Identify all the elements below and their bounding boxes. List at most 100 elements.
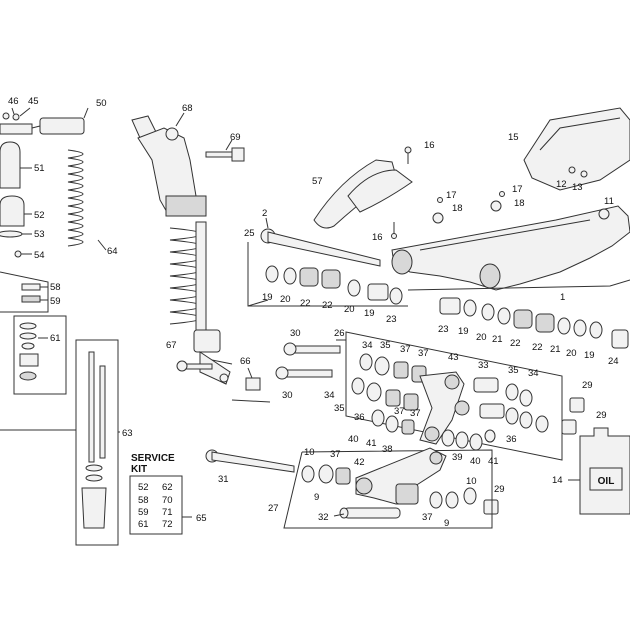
callout: 33 <box>478 360 489 371</box>
callout: 41 <box>488 456 499 467</box>
callout: 12 <box>556 179 567 190</box>
callout: 35 <box>334 403 345 414</box>
callout-labels: 46 45 50 68 69 16 15 51 57 12 13 17 17 1… <box>8 96 619 529</box>
callout: 41 <box>366 438 377 449</box>
callout: 22 <box>532 342 543 353</box>
callout: 26 <box>334 328 345 339</box>
callout: 24 <box>608 356 619 367</box>
callout: 10 <box>466 476 477 487</box>
callout: 37 <box>418 348 429 359</box>
callout: 35 <box>380 340 391 351</box>
chain-slider <box>313 146 413 239</box>
callout: 37 <box>394 406 405 417</box>
callout: 19 <box>584 350 595 361</box>
callout: 21 <box>492 334 503 345</box>
callout: 59 <box>50 296 61 307</box>
callout: 40 <box>470 456 481 467</box>
callout: 14 <box>552 475 563 486</box>
service-kit-title: SERVICE <box>131 453 175 464</box>
callout: 30 <box>282 390 293 401</box>
callout: 34 <box>324 390 335 401</box>
nuts <box>483 397 585 515</box>
callout: 22 <box>322 300 333 311</box>
shock-rod-assembly <box>0 339 120 546</box>
callout: 25 <box>244 228 255 239</box>
callout: 23 <box>386 314 397 325</box>
service-kit-table: SERVICE KIT 52 62 58 70 59 71 61 72 65 <box>129 453 207 535</box>
callout: 11 <box>604 196 614 207</box>
callout: 61 <box>50 333 61 344</box>
callout: 50 <box>96 98 107 109</box>
callout: 64 <box>107 246 118 257</box>
callout: 17 <box>512 184 523 195</box>
callout: 13 <box>572 182 583 193</box>
callout: 29 <box>596 410 607 421</box>
callout: 30 <box>290 328 301 339</box>
callout: 63 <box>122 428 133 439</box>
callout: 52 <box>34 210 45 221</box>
kit-cell: 59 <box>138 507 149 518</box>
callout: 2 <box>262 208 267 219</box>
callout: 19 <box>364 308 375 319</box>
callout: 40 <box>348 434 359 445</box>
callout: 45 <box>28 96 39 107</box>
callout: 34 <box>528 368 539 379</box>
callout: 34 <box>362 340 373 351</box>
callout: 57 <box>312 176 323 187</box>
callout: 27 <box>268 503 279 514</box>
lower-linkage <box>205 447 493 529</box>
callout: 35 <box>508 365 519 376</box>
callout: 19 <box>458 326 469 337</box>
callout: 15 <box>508 132 519 143</box>
kit-cell: 72 <box>162 519 173 530</box>
callout: 10 <box>304 447 315 458</box>
shock-reservoir-parts <box>0 107 107 395</box>
callout: 58 <box>50 282 61 293</box>
callout: 36 <box>506 434 517 445</box>
callout: 43 <box>448 352 459 363</box>
callout: 21 <box>550 344 561 355</box>
callout: 22 <box>510 338 521 349</box>
callout: 32 <box>318 512 329 523</box>
linkage-group <box>275 331 563 461</box>
callout: 66 <box>240 356 251 367</box>
oil-label: OIL <box>598 476 615 487</box>
callout: 29 <box>582 380 593 391</box>
kit-cell: 62 <box>162 482 173 493</box>
swingarm-axle <box>247 217 408 307</box>
callout: 16 <box>424 140 435 151</box>
swingarm <box>247 107 630 307</box>
oil-bottle: OIL <box>568 427 630 515</box>
callout: 19 <box>262 292 273 303</box>
kit-ref: 65 <box>196 513 207 524</box>
callout: 31 <box>218 474 229 485</box>
callout: 9 <box>314 492 319 503</box>
kit-cell: 52 <box>138 482 149 493</box>
callout: 51 <box>34 163 45 174</box>
callout: 22 <box>300 298 311 309</box>
callout: 67 <box>166 340 177 351</box>
callout: 1 <box>560 292 565 303</box>
callout: 37 <box>400 344 411 355</box>
callout: 38 <box>382 444 393 455</box>
kit-cell: 70 <box>162 495 173 506</box>
kit-cell: 58 <box>138 495 149 506</box>
callout: 29 <box>494 484 505 495</box>
callout: 54 <box>34 250 45 261</box>
rear-shock-absorber <box>131 112 271 403</box>
service-kit-subtitle: KIT <box>131 464 147 475</box>
callout: 20 <box>476 332 487 343</box>
callout: 36 <box>354 412 365 423</box>
callout: 9 <box>444 518 449 529</box>
callout: 68 <box>182 103 193 114</box>
callout: 46 <box>8 96 19 107</box>
callout: 16 <box>372 232 383 243</box>
callout: 20 <box>280 294 291 305</box>
callout: 18 <box>452 203 463 214</box>
bearing-row-1 <box>265 265 403 305</box>
callout: 23 <box>438 324 449 335</box>
bearing-row-2 <box>439 297 629 349</box>
callout: 17 <box>446 190 457 201</box>
